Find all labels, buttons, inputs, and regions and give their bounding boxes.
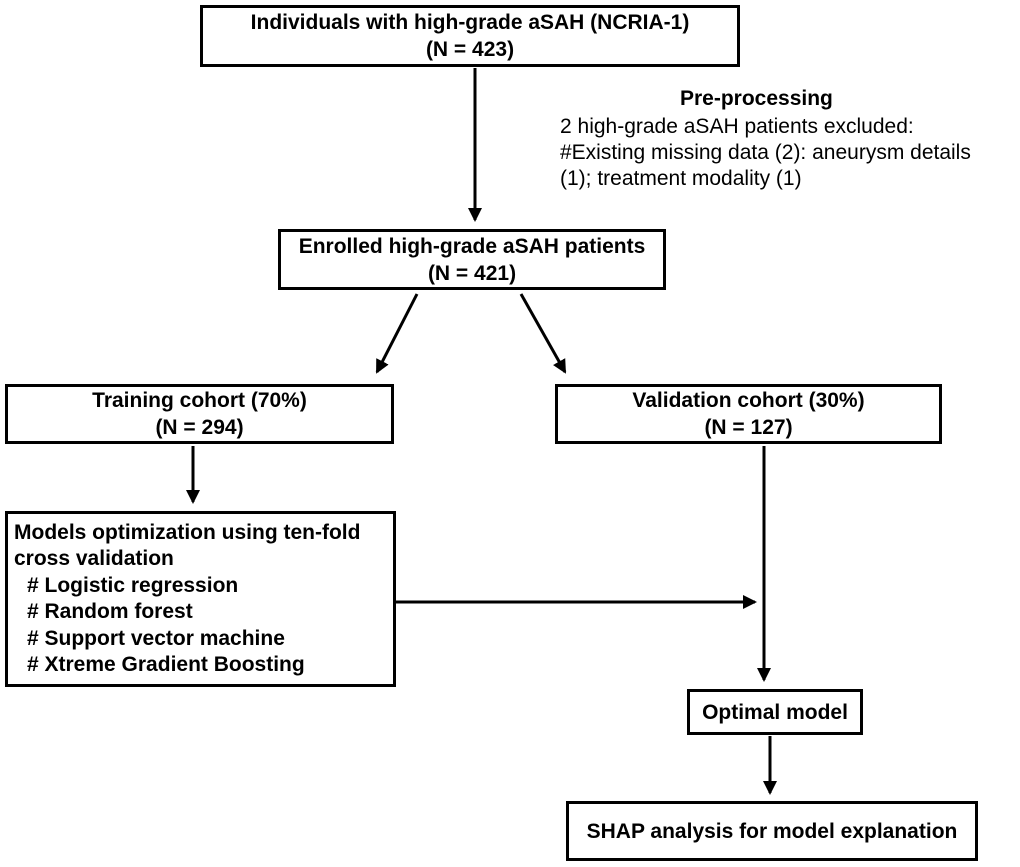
node-training-line1: Training cohort (70%) [92, 389, 307, 412]
node-models-optimization: Models optimization using ten-fold cross… [5, 511, 396, 687]
node-models-line1: Models optimization using ten-fold [14, 520, 361, 544]
preprocessing-title: Pre-processing [680, 87, 833, 110]
node-optimal-line1: Optimal model [702, 700, 848, 724]
arrow-enrolled-to-validation [519, 293, 567, 374]
node-individuals: Individuals with high-grade aSAH (NCRIA-… [200, 5, 740, 67]
node-enrolled-line1: Enrolled high-grade aSAH patients [298, 234, 646, 258]
node-individuals-line2: (N = 423) [425, 38, 515, 61]
node-training-line2: (N = 294) [155, 416, 244, 439]
node-models-item: # Support vector machine [27, 626, 285, 650]
preprocessing-note: Pre-processing 2 high-grade aSAH patient… [560, 86, 1020, 192]
arrow-enrolled-to-training [375, 293, 419, 374]
node-training-cohort: Training cohort (70%) (N = 294) [5, 384, 394, 444]
node-shap-line1: SHAP analysis for model explanation [586, 819, 958, 843]
preprocessing-line: 2 high-grade aSAH patients excluded: [560, 115, 914, 138]
node-enrolled-line2: (N = 421) [427, 261, 517, 285]
node-shap-analysis: SHAP analysis for model explanation [566, 801, 978, 861]
node-enrolled: Enrolled high-grade aSAH patients (N = 4… [278, 229, 666, 290]
node-models-item: # Random forest [27, 600, 193, 623]
node-validation-line2: (N = 127) [704, 416, 793, 439]
node-optimal-model: Optimal model [687, 689, 863, 735]
node-models-item: # Logistic regression [27, 573, 239, 597]
node-models-item: # Xtreme Gradient Boosting [27, 653, 305, 676]
node-individuals-line1: Individuals with high-grade aSAH (NCRIA-… [250, 11, 690, 34]
node-validation-line1: Validation cohort (30%) [632, 389, 865, 412]
preprocessing-line: (1); treatment modality (1) [560, 167, 802, 190]
preprocessing-line: #Existing missing data (2): aneurysm det… [560, 141, 971, 164]
node-validation-cohort: Validation cohort (30%) (N = 127) [555, 384, 942, 444]
node-models-line2: cross validation [14, 547, 174, 570]
